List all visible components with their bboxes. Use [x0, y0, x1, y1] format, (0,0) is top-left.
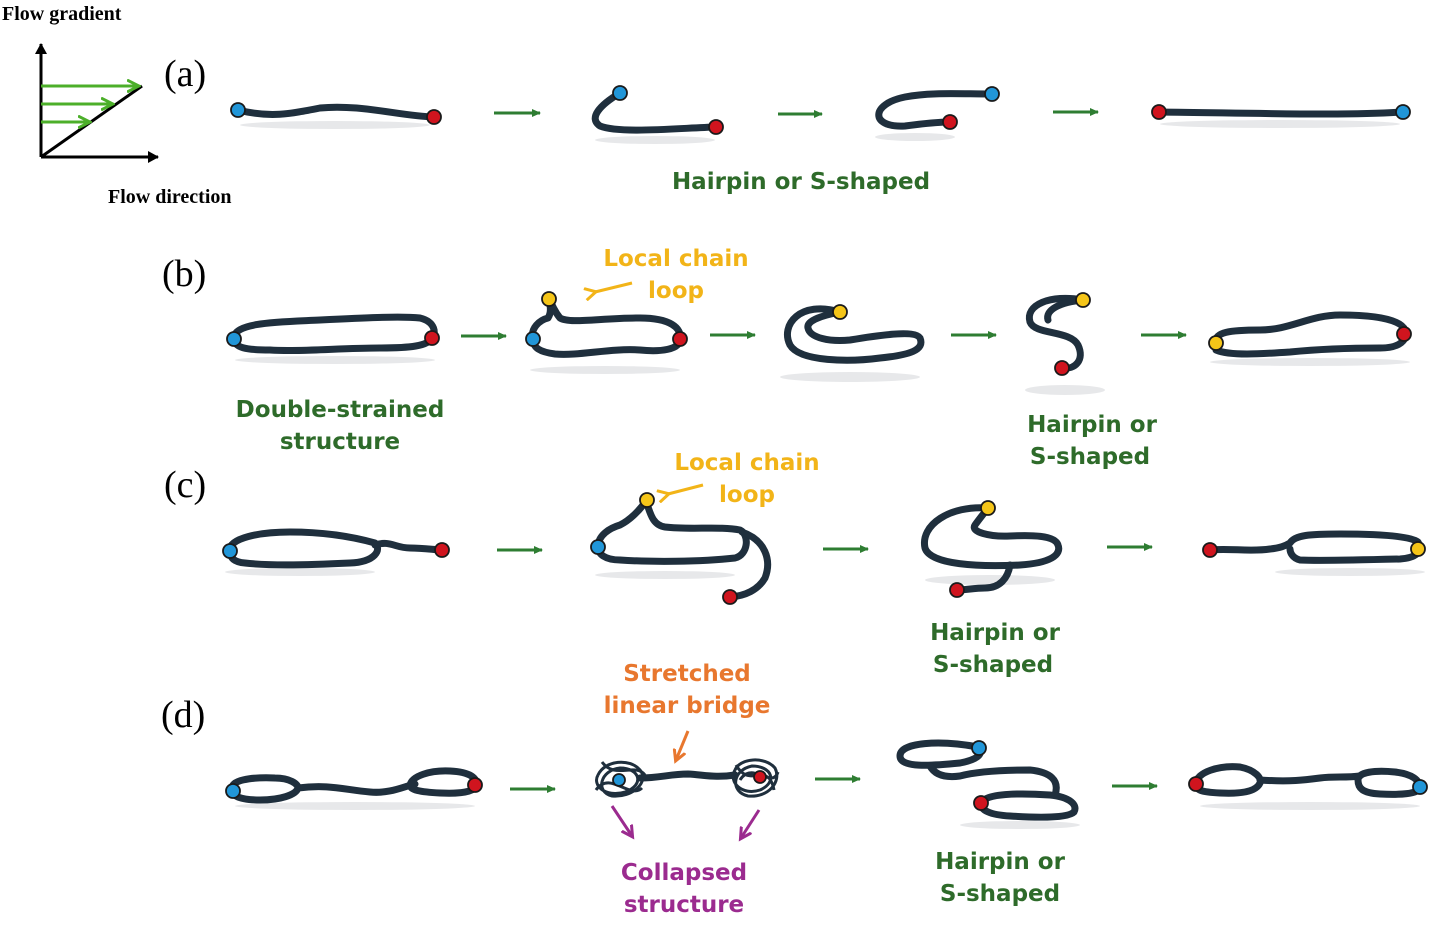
yellow-loop-bead: [639, 492, 655, 508]
pointer-arrow-icon: [610, 805, 632, 836]
hairpin-label-line1: Hairpin or: [1027, 412, 1158, 438]
blue-end-bead: [612, 85, 628, 101]
blue-end-bead: [612, 773, 626, 787]
collapsed-label-line2: structure: [624, 892, 744, 918]
hairpin-label-line2: S-shaped: [1030, 444, 1150, 470]
collapsed-label-line1: Collapsed: [621, 860, 747, 886]
blue-end-bead: [225, 783, 241, 799]
yellow-end-bead: [832, 304, 848, 320]
blue-end-bead: [230, 102, 246, 118]
double-strained-label-line2: structure: [280, 429, 400, 455]
panel-d: (d) Stretched linear bridge Collapsed: [161, 661, 1428, 918]
pointer-arrow-icon: [676, 730, 690, 760]
panel-c: (c) Local chain loop: [164, 450, 1426, 678]
red-end-bead: [672, 331, 688, 347]
red-end-bead: [708, 119, 724, 135]
hairpin-label-line2: S-shaped: [940, 881, 1060, 907]
blue-end-bead: [1395, 104, 1411, 120]
pointer-arrow-icon: [595, 281, 633, 292]
flow-gradient-inset: Flow gradient Flow direction: [2, 3, 232, 208]
chain-stage: [225, 767, 483, 810]
yellow-end-bead: [1208, 335, 1224, 351]
blue-end-bead: [984, 86, 1000, 102]
chain-stage: [875, 86, 1000, 141]
chain-stage: [525, 291, 688, 374]
hairpin-label: Hairpin or S-shaped: [672, 169, 930, 195]
red-end-bead: [426, 109, 442, 125]
blue-end-bead: [1412, 779, 1428, 795]
hairpin-label-line1: Hairpin or: [935, 849, 1066, 875]
red-end-bead: [949, 582, 965, 598]
chain-stage: [590, 492, 772, 605]
red-end-bead: [467, 777, 483, 793]
panel-label-c: (c): [164, 464, 206, 506]
red-end-bead: [1054, 360, 1070, 376]
panel-a: (a) Hairpin or S-shaped: [164, 53, 1411, 195]
red-end-bead: [753, 770, 767, 784]
flow-direction-label: Flow direction: [108, 186, 232, 208]
pointer-arrow-icon: [741, 809, 761, 838]
chain-stage: [1208, 311, 1412, 366]
red-end-bead: [722, 589, 738, 605]
chain-stage: [921, 500, 1063, 598]
red-end-bead: [1202, 542, 1218, 558]
yellow-end-bead: [1410, 541, 1426, 557]
red-end-bead: [1151, 104, 1167, 120]
chain-stage: [896, 739, 1080, 829]
chain-stage: [1202, 530, 1426, 576]
panel-label-b: (b): [162, 253, 206, 295]
hairpin-label-line1: Hairpin or: [930, 620, 1061, 646]
panel-label-d: (d): [161, 694, 205, 736]
blue-end-bead: [971, 740, 987, 756]
local-loop-label-line1: Local chain: [603, 246, 748, 272]
panel-label-a: (a): [164, 53, 206, 95]
red-end-bead: [424, 330, 440, 346]
hairpin-label-line2: S-shaped: [933, 652, 1053, 678]
yellow-end-bead: [980, 500, 996, 516]
panel-b: (b) Local chain loop: [162, 246, 1412, 470]
chain-stage: [226, 313, 440, 364]
flow-gradient-label: Flow gradient: [2, 3, 122, 25]
local-loop-label-line2: loop: [648, 278, 704, 304]
blue-end-bead: [590, 539, 606, 555]
chain-stage: [591, 85, 724, 144]
red-end-bead: [942, 114, 958, 130]
chain-stage: [230, 102, 442, 129]
blue-end-bead: [226, 331, 242, 347]
chain-stage: [1188, 763, 1428, 810]
chain-stage: [1151, 104, 1411, 128]
bridge-label-line1: Stretched: [623, 661, 751, 687]
local-loop-label-line1: Local chain: [674, 450, 819, 476]
chain-stage: [594, 758, 780, 798]
red-end-bead: [1188, 776, 1204, 792]
bridge-label-line2: linear bridge: [604, 693, 771, 719]
yellow-loop-bead: [541, 291, 557, 307]
local-loop-label-line2: loop: [719, 482, 775, 508]
red-end-bead: [434, 542, 450, 558]
yellow-end-bead: [1075, 292, 1091, 308]
chain-stage: [780, 304, 925, 382]
chain-stage: [222, 528, 450, 576]
blue-end-bead: [222, 543, 238, 559]
red-end-bead: [973, 795, 989, 811]
blue-end-bead: [525, 331, 541, 347]
chain-stage: [1025, 292, 1105, 395]
double-strained-label-line1: Double-strained: [236, 397, 445, 423]
red-end-bead: [1396, 326, 1412, 342]
pointer-arrow-icon: [668, 483, 704, 494]
